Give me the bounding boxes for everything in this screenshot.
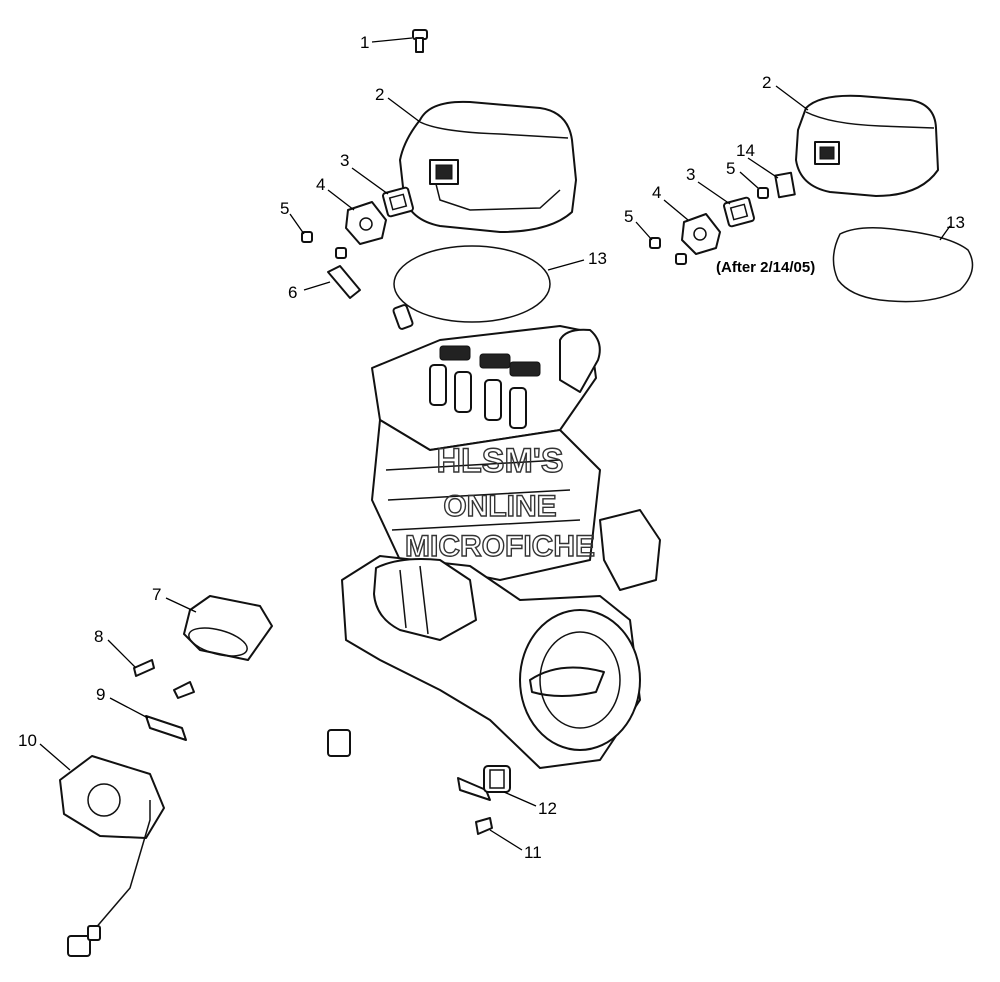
callout-2-left: 2 bbox=[375, 85, 384, 104]
part-13-gasket-right bbox=[832, 227, 974, 303]
callout-5-upper: 5 bbox=[726, 159, 735, 178]
callout-4-right: 4 bbox=[652, 183, 661, 202]
callout-3-left: 3 bbox=[340, 151, 349, 170]
part-3-gasket-right bbox=[723, 196, 755, 228]
part-9-sensor-stem bbox=[145, 715, 187, 741]
callout-7: 7 bbox=[152, 585, 161, 604]
callout-5-left: 5 bbox=[280, 199, 289, 218]
callout-4-left: 4 bbox=[316, 175, 325, 194]
watermark-line2: ONLINE bbox=[443, 490, 556, 523]
callout-1: 1 bbox=[360, 33, 369, 52]
part-11-bolt bbox=[475, 817, 493, 835]
part-2-valve-cover-right bbox=[795, 94, 939, 197]
part-13-oring-left bbox=[393, 245, 551, 323]
note-after-date: (After 2/14/05) bbox=[716, 259, 815, 276]
part-12-fitting bbox=[457, 765, 511, 801]
part-7-intake-boot bbox=[183, 595, 273, 661]
watermark-line3: MICROFICHE bbox=[405, 530, 595, 563]
part-4-housing-left bbox=[345, 201, 387, 245]
callout-10: 10 bbox=[18, 731, 37, 750]
part-2-valve-cover-left bbox=[399, 100, 577, 233]
callout-3-right: 3 bbox=[686, 165, 695, 184]
callout-5-right: 5 bbox=[624, 207, 633, 226]
part-4-housing-right bbox=[681, 213, 721, 255]
callout-13-left: 13 bbox=[588, 249, 607, 268]
part-8-bolts bbox=[133, 659, 195, 699]
callout-2-right: 2 bbox=[762, 73, 771, 92]
callout-8: 8 bbox=[94, 627, 103, 646]
watermark-line1: HLSM'S bbox=[436, 442, 563, 480]
callout-6: 6 bbox=[288, 283, 297, 302]
part-3-gasket-left bbox=[382, 186, 414, 218]
watermark: HLSM'S ONLINE MICROFICHE bbox=[404, 441, 595, 563]
part-6-sensor bbox=[327, 265, 414, 330]
leader-lines bbox=[39, 37, 951, 851]
part-1-bolt bbox=[412, 29, 428, 53]
engine-assembly bbox=[327, 325, 661, 769]
part-14-plate bbox=[774, 171, 796, 199]
callout-11: 11 bbox=[524, 843, 542, 862]
callout-9: 9 bbox=[96, 685, 105, 704]
part-10-throttle-body bbox=[59, 755, 165, 957]
callout-14: 14 bbox=[736, 141, 755, 160]
callout-labels: 1 2 2 3 3 4 4 5 5 5 6 13 13 14 7 8 9 10 … bbox=[18, 33, 965, 862]
part-5-screws bbox=[301, 187, 769, 265]
callout-13-right: 13 bbox=[946, 213, 965, 232]
callout-12: 12 bbox=[538, 799, 557, 818]
